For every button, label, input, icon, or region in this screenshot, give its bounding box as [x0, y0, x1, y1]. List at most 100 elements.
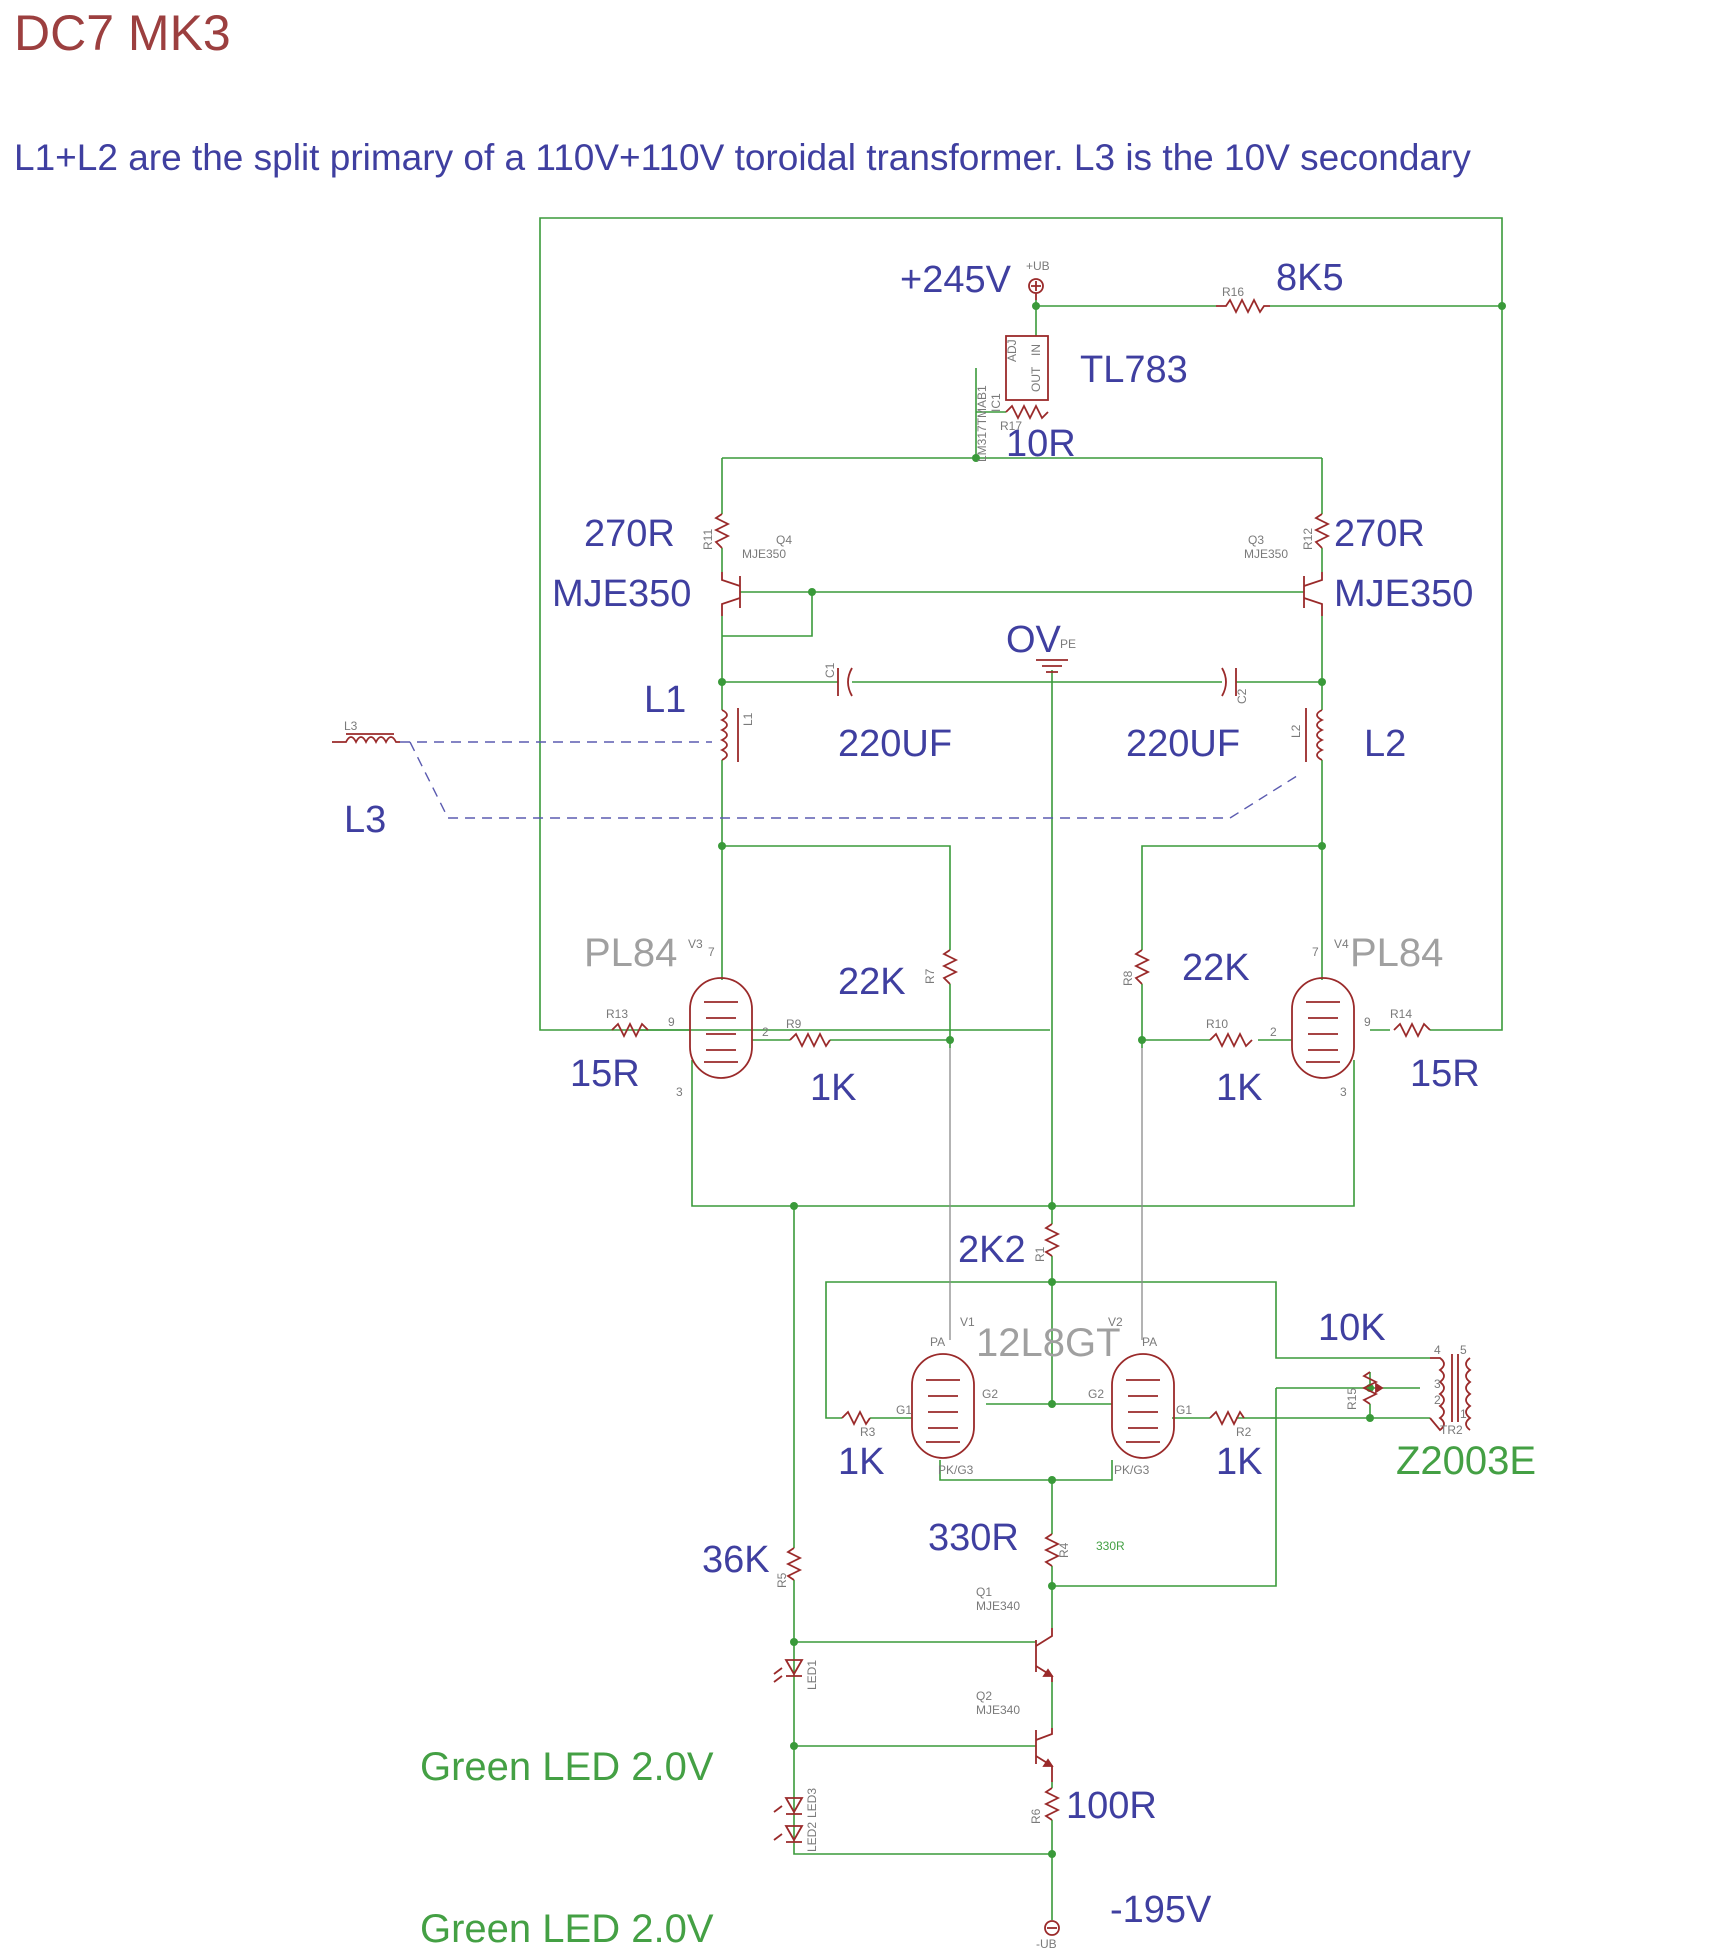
r1-ref: R1: [1033, 1246, 1047, 1262]
r5-ref: R5: [775, 1572, 789, 1588]
r17-value: 10R: [1006, 423, 1076, 465]
v1-pin-pa: PA: [930, 1335, 945, 1349]
r13-value: 15R: [570, 1053, 640, 1095]
r8-ref: R8: [1121, 970, 1135, 986]
q2-type: MJE340: [976, 1703, 1020, 1717]
r2-ref: R2: [1236, 1425, 1252, 1439]
v1-pin-g1: G1: [896, 1403, 912, 1417]
regulator-ref: IC1: [989, 393, 1003, 412]
r16-ref: R16: [1222, 285, 1244, 299]
transformer-type: Z2003E: [1396, 1439, 1536, 1483]
l3-label: L3: [344, 799, 386, 841]
v4-pin-9: 9: [1364, 1015, 1371, 1029]
plate-leads: [949, 1048, 1143, 1340]
l2-label: L2: [1364, 723, 1406, 765]
regulator-symbol: [1005, 335, 1049, 401]
pair-tube-type: 12L8GT: [976, 1321, 1121, 1365]
description-note: L1+L2 are the split primary of a 110V+11…: [14, 137, 1471, 178]
r13-ref: R13: [606, 1007, 628, 1021]
r9-value: 1K: [810, 1067, 856, 1109]
q3-ref: Q3: [1248, 533, 1264, 547]
regulator-alt: LM317TMAB1: [975, 385, 989, 462]
coupling-dashes: [400, 741, 1301, 819]
transformer-pin-4: 4: [1434, 1343, 1441, 1357]
rail-positive-ref: +UB: [1026, 259, 1050, 273]
r4-ref: R4: [1057, 1542, 1071, 1558]
q1-type: MJE340: [976, 1599, 1020, 1613]
regulator-pin-out: OUT: [1029, 366, 1043, 392]
rail-negative-ref: -UB: [1036, 1937, 1057, 1951]
supply-negative-symbol: [1044, 1920, 1060, 1936]
v4-pin-3: 3: [1340, 1085, 1347, 1099]
v4-pin-2: 2: [1270, 1025, 1277, 1039]
l3-ref: L3: [344, 719, 358, 733]
rail-ground-ref: PE: [1060, 637, 1076, 651]
q4-ref: Q4: [776, 533, 792, 547]
rail-negative-label: -195V: [1110, 1889, 1212, 1931]
supply-positive-symbol: [1028, 278, 1044, 300]
q3-type: MJE350: [1244, 547, 1288, 561]
v4-pin-7: 7: [1312, 945, 1319, 959]
q3-label: MJE350: [1334, 573, 1473, 615]
q2-ref: Q2: [976, 1689, 992, 1703]
v4-type: PL84: [1350, 931, 1443, 975]
led-label-top: Green LED 2.0V: [420, 1745, 714, 1789]
l1-label: L1: [644, 679, 686, 721]
r14-value: 15R: [1410, 1053, 1480, 1095]
v2-pin-g2: G2: [1088, 1387, 1104, 1401]
led3-ref: LED3: [805, 1788, 819, 1818]
regulator-name: TL783: [1080, 349, 1188, 391]
c1-ref: C1: [823, 662, 837, 678]
r12-value: 270R: [1334, 513, 1425, 555]
v3-ref: V3: [688, 937, 703, 951]
rail-ground-label: OV: [1006, 619, 1062, 661]
r7-value: 22K: [838, 961, 906, 1003]
r3-ref: R3: [860, 1425, 876, 1439]
regulator-pin-adj: ADJ: [1005, 339, 1019, 362]
r11-ref: R11: [701, 529, 715, 550]
q4-label: MJE350: [552, 573, 691, 615]
transformer-ref: TR2: [1440, 1423, 1463, 1437]
v3-pin-7: 7: [708, 945, 715, 959]
v3-pin-3: 3: [676, 1085, 683, 1099]
r2-value: 1K: [1216, 1441, 1262, 1483]
v3-type: PL84: [584, 931, 677, 975]
v3-pin-9: 9: [668, 1015, 675, 1029]
r15-value: 10K: [1318, 1307, 1386, 1349]
regulator-pin-in: IN: [1029, 344, 1043, 356]
r7-ref: R7: [923, 968, 937, 984]
v2-ref: V2: [1108, 1315, 1123, 1329]
transistor-symbols: [721, 572, 1323, 1782]
v2-pin-pk: PK/G3: [1114, 1463, 1150, 1477]
v1-pin-g2: G2: [982, 1387, 998, 1401]
inductor-symbols: [332, 708, 1325, 762]
r17-ref: R17: [1000, 419, 1022, 433]
r10-ref: R10: [1206, 1017, 1228, 1031]
ground-symbol: [1036, 659, 1068, 673]
q1-ref: Q1: [976, 1585, 992, 1599]
r1-value: 2K2: [958, 1229, 1026, 1271]
r8-value: 22K: [1182, 947, 1250, 989]
r5-value: 36K: [702, 1539, 770, 1581]
led-label-bottom: Green LED 2.0V: [420, 1907, 714, 1951]
led-symbols: [773, 1659, 804, 1843]
r6-ref: R6: [1029, 1808, 1043, 1824]
r15-ref: R15: [1345, 1388, 1359, 1410]
r9-ref: R9: [786, 1017, 802, 1031]
wires: [539, 217, 1503, 1920]
led1-ref: LED1: [805, 1660, 819, 1690]
r14-ref: R14: [1390, 1007, 1412, 1021]
transformer-symbol: [1429, 1354, 1472, 1432]
r11-value: 270R: [584, 513, 675, 555]
c1-value: 220UF: [838, 723, 952, 765]
v4-ref: V4: [1334, 937, 1349, 951]
r6-value: 100R: [1066, 1785, 1157, 1827]
transformer-pin-5: 5: [1460, 1343, 1467, 1357]
v2-pin-pa: PA: [1142, 1335, 1157, 1349]
capacitor-symbols: [837, 667, 1237, 697]
resistor-symbols: [611, 297, 1431, 1821]
l1-ref: L1: [741, 712, 755, 726]
junctions: [718, 302, 1506, 1858]
r4-value-small: 330R: [1096, 1539, 1125, 1553]
